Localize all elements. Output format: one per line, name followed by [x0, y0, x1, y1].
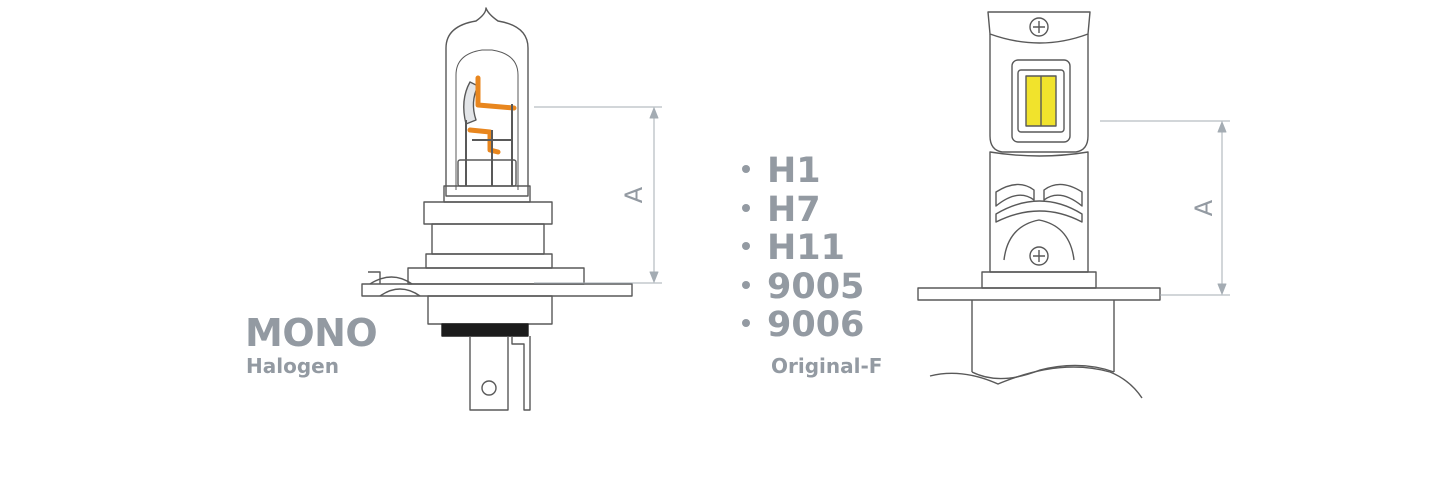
halogen-glass-capsule — [445, 7, 529, 197]
bullet-icon — [742, 280, 750, 289]
led-bottom-screw-slot — [1033, 250, 1045, 262]
bulb-type-list: H1 H7 H11 9005 9006 — [742, 152, 864, 345]
bullet-icon — [742, 165, 750, 173]
bulb-type-label: H11 — [767, 228, 845, 268]
led-heatsink — [989, 151, 1089, 273]
led-fin-left — [995, 183, 1035, 207]
halogen-dimension-label: A — [620, 186, 648, 203]
led-chip-frame — [1017, 69, 1065, 133]
halogen-terminal — [469, 336, 509, 411]
halogen-bulb-name: MONO — [245, 311, 378, 355]
led-bulb-name: Original-F — [771, 354, 883, 378]
led-top-screw — [1029, 17, 1049, 37]
led-flange — [917, 287, 1161, 301]
led-base-collar — [981, 271, 1097, 289]
bulb-type-label: H7 — [767, 189, 821, 230]
bulb-type-item: 9006 — [742, 306, 864, 345]
led-body — [989, 34, 1089, 153]
bulb-type-item: 9005 — [742, 266, 865, 307]
led-fin-right — [1043, 183, 1083, 207]
halogen-glass-inner — [455, 49, 519, 190]
led-chip-window — [1011, 59, 1071, 143]
bulb-type-label: H1 — [767, 151, 821, 191]
led-driver-housing — [971, 300, 1115, 372]
bullet-icon — [742, 242, 750, 250]
bulb-type-item: H1 — [742, 152, 864, 191]
halogen-support-wires — [465, 104, 513, 186]
bulb-type-label: 9005 — [767, 266, 865, 307]
led-dimension-a — [1100, 120, 1230, 296]
bullet-icon — [742, 319, 750, 327]
led-cable-wave-inner — [971, 364, 1115, 380]
bullet-icon — [742, 203, 750, 212]
led-bottom-screw — [1029, 246, 1049, 266]
halogen-dimension-a — [534, 106, 662, 284]
halogen-clip — [368, 271, 421, 297]
halogen-black-band — [441, 323, 529, 337]
halogen-shield — [463, 81, 479, 125]
bulb-type-label: 9006 — [767, 305, 865, 345]
bulb-type-item: H11 — [742, 229, 864, 268]
led-dimension-label: A — [1190, 199, 1218, 216]
halogen-terminal-hole — [481, 380, 497, 396]
bulb-type-item: H7 — [742, 189, 864, 230]
halogen-bulb-type: Halogen — [246, 354, 339, 378]
led-cable-wave — [929, 366, 1143, 399]
led-fin-lower — [995, 200, 1083, 223]
led-screw-recess — [1003, 219, 1075, 261]
led-top-screw-slot — [1033, 21, 1045, 33]
halogen-side-pin — [511, 336, 531, 411]
halogen-mounting-plate — [361, 283, 633, 297]
